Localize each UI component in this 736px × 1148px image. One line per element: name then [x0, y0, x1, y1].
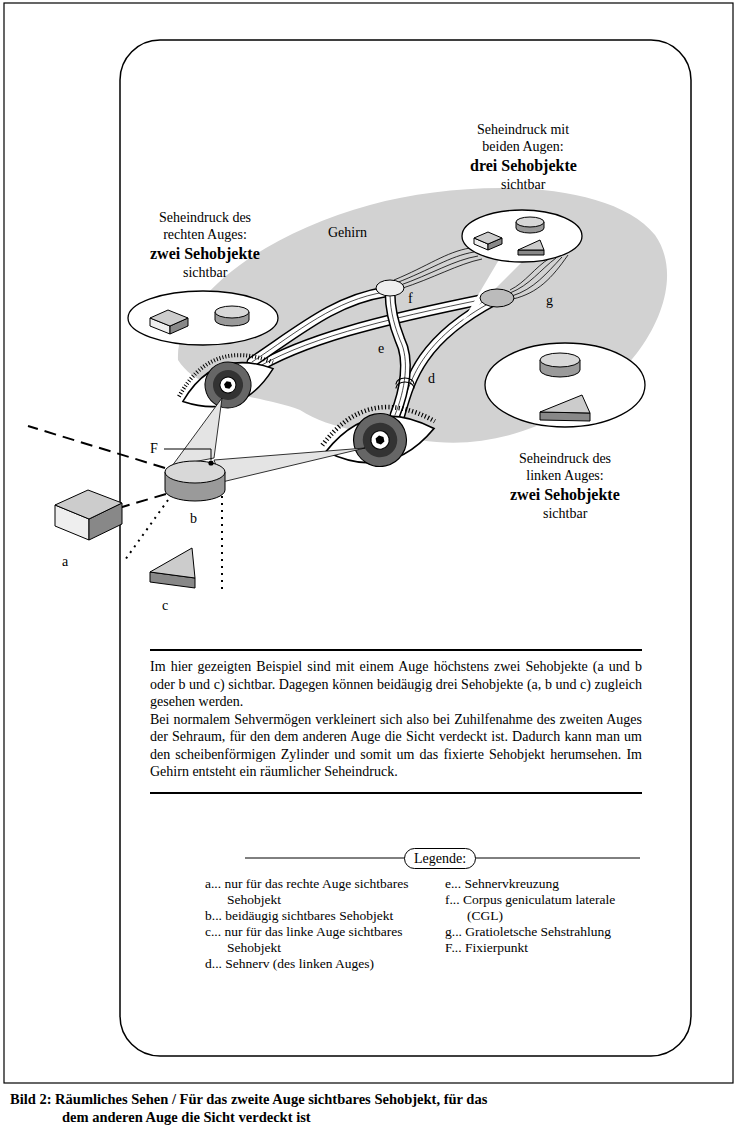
nerve-outline — [400, 300, 495, 415]
iris — [199, 356, 258, 415]
legend-heading-box: Legende: — [404, 848, 476, 869]
fibre — [398, 256, 478, 286]
pointer-wedge — [462, 258, 525, 322]
nerve-outline — [390, 292, 405, 415]
legend-entry: f... Corpus geniculatum laterale (CGL) — [445, 892, 640, 924]
nerve-clip — [396, 378, 414, 384]
callout-letter: e — [378, 340, 384, 357]
prism-top — [150, 548, 195, 578]
fibre — [512, 257, 562, 296]
callout-letter: F — [150, 440, 158, 457]
prism-side — [518, 250, 544, 255]
region-label: Gehirn — [328, 224, 367, 241]
sight-line — [125, 500, 168, 560]
right-eye — [171, 342, 282, 424]
view-both-eyes — [462, 210, 582, 262]
aperture — [223, 380, 232, 390]
aperture — [375, 435, 385, 446]
iris — [349, 409, 412, 472]
rule-line — [150, 649, 642, 651]
fixation-bracket — [164, 449, 211, 460]
fibre — [394, 248, 470, 280]
text-block: Im hier gezeigten Beispiel sind mit eine… — [150, 658, 642, 781]
callout-note: sichtbar — [183, 264, 227, 281]
callout-letter: f — [408, 290, 413, 307]
view-left-eye — [485, 343, 645, 427]
legend-entry: a... nur für das rechte Auge sichtbares … — [205, 876, 423, 908]
left-eye — [317, 397, 442, 478]
box-face — [150, 310, 188, 326]
fixation-point — [208, 460, 213, 465]
view-right-eye — [128, 291, 278, 345]
legend-entry: F... Fixierpunkt — [445, 940, 640, 956]
view-oval — [128, 291, 278, 345]
nerve-strand — [400, 300, 495, 415]
nerve-fill — [400, 300, 495, 415]
cylinder-top — [516, 217, 544, 227]
nerve-fill — [390, 292, 405, 415]
eye-outline — [176, 350, 280, 419]
prism-top — [540, 395, 590, 413]
legend-entry: d... Sehnerv (des linken Auges) — [205, 956, 423, 972]
object-c — [150, 548, 195, 588]
nerve-clip — [396, 382, 414, 388]
sight-line — [221, 496, 223, 590]
legend-column: a... nur für das rechte Auge sichtbares … — [205, 876, 423, 972]
eye-outline — [321, 406, 438, 473]
fibre — [510, 258, 556, 293]
view-oval — [462, 210, 582, 262]
body-text: Im hier gezeigten Beispiel sind mit eine… — [150, 658, 642, 711]
rule-line — [150, 792, 642, 794]
callout-note: sichtbar — [543, 505, 587, 522]
legend-entry: e... Sehnervkreuzung — [445, 876, 640, 892]
legend-entry: c... nur für das linke Auge sichtbares S… — [205, 924, 423, 956]
pupil — [369, 429, 391, 451]
sight-cone — [214, 448, 365, 482]
radiation-origin — [480, 289, 514, 307]
optic-nerves — [250, 292, 495, 415]
cylinder-top — [165, 461, 225, 483]
iris-inner — [209, 366, 247, 404]
sight-line — [28, 426, 165, 468]
legend-entry: b... beidäugig sichtbares Sehobjekt — [205, 908, 423, 924]
callout-letter: b — [190, 510, 197, 527]
cylinder-top — [215, 306, 249, 318]
panel-frame — [120, 40, 691, 1056]
view-oval — [485, 343, 645, 427]
callout-count: drei Sehobjekte — [470, 156, 577, 175]
outer-frame — [4, 3, 733, 1083]
box-face — [55, 490, 122, 519]
callout-heading: Seheindruck des rechten Auges: — [140, 209, 270, 243]
cylinder-top — [540, 353, 580, 367]
figure-caption: Bild 2: Räumliches Sehen / Für das zweit… — [10, 1090, 490, 1126]
callout-heading: Seheindruck des linken Auges: — [500, 450, 630, 484]
prism-top — [518, 240, 544, 250]
fibre — [510, 258, 550, 290]
nerve-strand — [390, 292, 405, 415]
sight-cone — [172, 398, 222, 466]
box-face — [474, 232, 502, 244]
callout-letter: g — [546, 292, 553, 309]
pupil — [218, 375, 239, 396]
object-a — [55, 490, 122, 540]
legend-entry: g... Gratioletsche Sehstrahlung — [445, 924, 640, 940]
object-b — [165, 461, 225, 501]
callout-note: sichtbar — [501, 176, 545, 193]
callout-heading: Seheindruck mit beiden Augen: — [458, 121, 588, 155]
callout-letter: c — [162, 597, 168, 614]
fibre — [400, 259, 482, 289]
body-text: Bei normalem Sehvermögen verkleinert sic… — [150, 711, 642, 781]
callout-count: zwei Sehobjekte — [150, 244, 260, 263]
fibre — [396, 252, 474, 283]
legend-column: e... Sehnervkreuzungf... Corpus genicula… — [445, 876, 640, 956]
callout-letter: d — [428, 370, 435, 387]
legend-heading: Legende: — [414, 851, 466, 866]
callout-count: zwei Sehobjekte — [510, 485, 620, 504]
cgl-body — [376, 280, 404, 296]
callout-letter: a — [62, 553, 68, 570]
iris-inner — [360, 420, 401, 461]
